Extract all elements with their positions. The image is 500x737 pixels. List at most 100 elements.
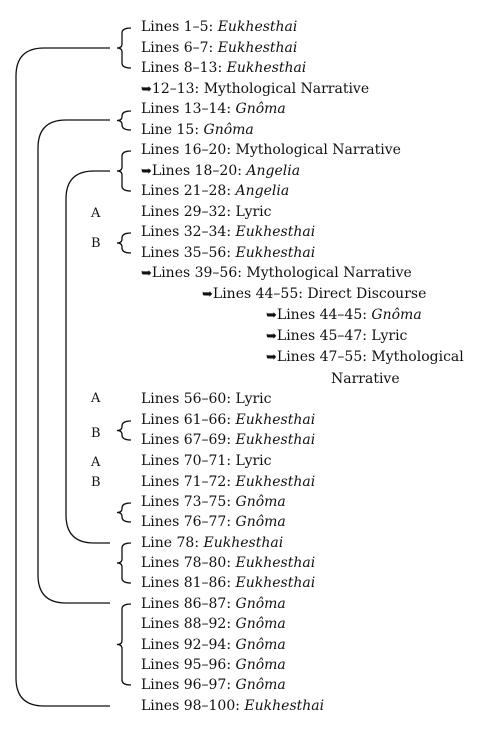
line-range: Lines 13–14 [141, 101, 227, 117]
line-range: Lines 44–45 [276, 307, 363, 323]
genre-term: Angelia [246, 163, 301, 179]
outline-row: Lines 73–75: Gnôma [141, 492, 286, 513]
outline-row: Lines 32–34: Eukhesthai [141, 222, 315, 243]
genre-term: Gnôma [235, 616, 286, 632]
line-range: Lines 86–87 [141, 596, 227, 612]
outline-row: ➥Lines 44–45: Gnôma [266, 305, 422, 326]
separator: : [226, 474, 236, 490]
separator: : [226, 453, 236, 469]
separator: : [226, 657, 236, 673]
ring-mark-label: A [91, 206, 101, 221]
genre-term: Mythological Narrative [235, 142, 401, 158]
outline-row: ➥Lines 18–20: Angelia [141, 161, 300, 182]
separator: : [226, 391, 236, 407]
separator: : [226, 637, 236, 653]
genre-term: Mythological [371, 349, 464, 365]
separator: : [208, 40, 218, 56]
genre-term: Eukhesthai [235, 412, 316, 428]
line-range: Lines 1–5 [141, 19, 209, 35]
genre-term: Gnôma [235, 637, 286, 653]
outline-row: ➥12–13: Mythological Narrative [141, 79, 369, 100]
genre-term: Narrative [331, 371, 400, 387]
separator: : [194, 81, 204, 97]
genre-term: Eukhesthai [244, 698, 325, 714]
separator: : [226, 432, 236, 448]
separator: : [362, 307, 372, 323]
separator: : [237, 265, 247, 281]
outline-row: Lines 61–66: Eukhesthai [141, 410, 315, 431]
genre-term: Mythological Narrative [246, 265, 412, 281]
outline-row: Lines 6–7: Eukhesthai [141, 38, 297, 59]
ring-arc [65, 170, 110, 544]
line-range: Lines 18–20 [151, 163, 238, 179]
genre-term: Direct Discourse [307, 286, 427, 302]
outline-row: ➥Lines 47–55: Mythological [266, 347, 464, 368]
genre-term: Eukhesthai [217, 40, 298, 56]
genre-term: Eukhesthai [217, 19, 298, 35]
separator: : [362, 328, 372, 344]
separator: : [226, 677, 236, 693]
genre-term: Eukhesthai [235, 555, 316, 571]
genre-term: Angelia [235, 183, 290, 199]
line-range: Lines 21–28 [141, 183, 227, 199]
separator: : [226, 101, 236, 117]
ring-mark-label: B [91, 475, 101, 490]
outline-row: Lines 71–72: Eukhesthai [141, 472, 315, 493]
genre-term: Mythological Narrative [203, 81, 370, 97]
curly-brace [116, 542, 132, 584]
genre-term: Eukhesthai [226, 60, 307, 76]
separator: : [226, 575, 236, 591]
indent-arrow-icon: ➥ [141, 266, 152, 281]
separator: : [362, 349, 372, 365]
separator: : [235, 698, 245, 714]
line-range: Lines 70–71 [141, 453, 227, 469]
line-range: Lines 71–72 [141, 474, 227, 490]
curly-brace [116, 150, 132, 192]
outline-row: Lines 67–69: Eukhesthai [141, 430, 315, 451]
genre-term: Gnôma [235, 596, 286, 612]
separator: : [226, 412, 236, 428]
separator: : [194, 535, 204, 551]
genre-term: Lyric [235, 391, 272, 407]
outline-row: Lines 98–100: Eukhesthai [141, 696, 324, 717]
outline-row: Lines 56–60: Lyric [141, 389, 272, 410]
line-range: Lines 35–56 [141, 245, 227, 261]
curly-brace [116, 420, 132, 441]
line-range: Lines 47–55 [276, 349, 363, 365]
line-range: Lines 67–69 [141, 432, 227, 448]
outline-row: Lines 1–5: Eukhesthai [141, 17, 297, 38]
ring-mark-label: B [91, 426, 101, 441]
genre-term: Lyric [235, 204, 272, 220]
separator: : [226, 494, 236, 510]
line-range: Lines 39–56 [151, 265, 238, 281]
line-range: Lines 61–66 [141, 412, 227, 428]
line-range: Lines 8–13 [141, 60, 218, 76]
line-range: 12–13 [151, 81, 195, 97]
indent-arrow-icon: ➥ [266, 350, 277, 365]
line-range: Line 15 [141, 122, 195, 138]
line-range: Lines 98–100 [141, 698, 236, 714]
outline-row: Lines 81–86: Eukhesthai [141, 573, 315, 594]
separator: : [226, 204, 236, 220]
outline-row: Lines 70–71: Lyric [141, 451, 272, 472]
indent-arrow-icon: ➥ [202, 287, 213, 302]
separator: : [226, 142, 236, 158]
curly-brace [116, 27, 132, 69]
line-range: Lines 92–94 [141, 637, 227, 653]
outline-row: Lines 95–96: Gnôma [141, 655, 286, 676]
outline-row: Lines 78–80: Eukhesthai [141, 553, 315, 574]
line-range: Lines 56–60 [141, 391, 227, 407]
separator: : [226, 183, 236, 199]
separator: : [298, 286, 308, 302]
outline-row: Line 78: Eukhesthai [141, 533, 283, 554]
outline-row: Lines 76–77: Gnôma [141, 512, 286, 533]
line-range: Lines 88–92 [141, 616, 227, 632]
line-range: Lines 45–47 [276, 328, 363, 344]
outline-row: Lines 29–32: Lyric [141, 202, 272, 223]
separator: : [217, 60, 227, 76]
ring-arc [37, 119, 110, 604]
line-range: Lines 95–96 [141, 657, 227, 673]
outline-row: Lines 96–97: Gnôma [141, 675, 286, 696]
line-range: Lines 16–20 [141, 142, 227, 158]
